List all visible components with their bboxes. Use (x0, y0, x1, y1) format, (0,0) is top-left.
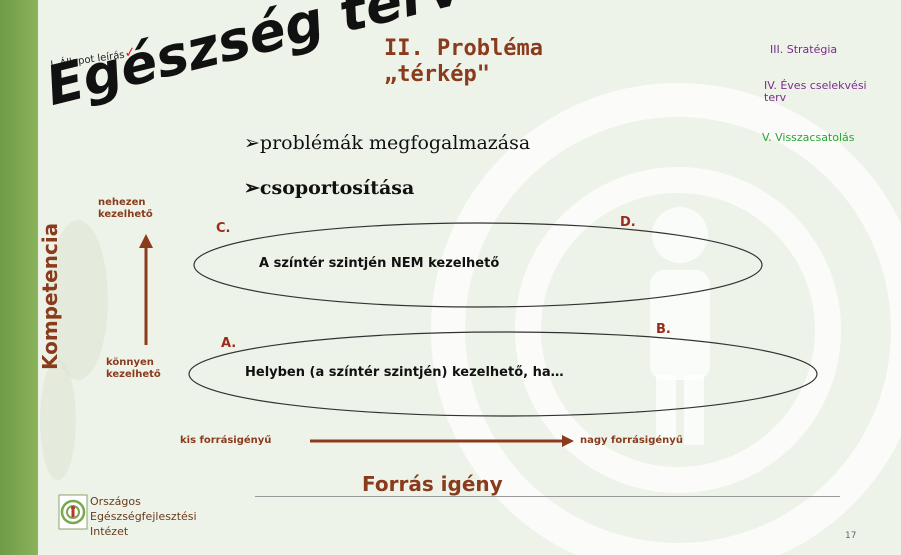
bullet-arrow-icon: ➢ (244, 177, 260, 199)
logo-line-2: Egészségfejlesztési (90, 510, 197, 523)
logo-line-1: Országos (90, 495, 141, 508)
bullet-item-2-text: csoportosítása (259, 177, 415, 199)
lower-ellipse (188, 331, 818, 417)
bottom-label-line-1: könnyen (106, 357, 154, 368)
quadrant-letter-d: D. (620, 215, 636, 230)
upper-ellipse (193, 222, 763, 308)
vertical-axis-top-label: nehezen kezelhető (98, 197, 153, 221)
horizontal-axis-right-label: nagy forrásigényű (580, 435, 683, 446)
logo-line-3: Intézet (90, 525, 129, 538)
quadrant-letter-c: C. (216, 221, 231, 236)
bullet-item-2: ➢csoportosítása (244, 177, 414, 199)
section-title-line-1: II. Probléma (384, 36, 543, 61)
bottom-label-line-2: kezelhető (106, 369, 161, 380)
section-title: II. Probléma „térkép" (384, 36, 543, 88)
quadrant-letter-b: B. (656, 322, 671, 337)
nav-step-5: V. Visszacsatolás (762, 131, 855, 144)
page-number: 17 (845, 531, 857, 541)
section-title-line-2: „térkép" (384, 62, 490, 87)
upper-ellipse-text: A színtér szintjén NEM kezelhető (259, 256, 500, 271)
vertical-arrow (139, 234, 153, 345)
bullet-item-1-text: problémák megfogalmazása (259, 132, 531, 154)
footer-divider (255, 496, 840, 497)
horizontal-axis-left-label: kis forrásigényű (180, 435, 272, 446)
vertical-axis-bottom-label: könnyen kezelhető (106, 357, 161, 381)
quadrant-letter-a: A. (221, 336, 237, 351)
bullet-arrow-icon: ➢ (244, 132, 260, 154)
left-green-bar (0, 0, 38, 555)
horizontal-arrow (310, 435, 574, 447)
horizontal-axis-title: Forrás igény (362, 472, 503, 496)
bullet-item-1: ➢problémák megfogalmazása (244, 132, 530, 154)
top-label-line-2: kezelhető (98, 209, 153, 220)
lower-ellipse-text: Helyben (a színtér szintjén) kezelhető, … (245, 365, 564, 380)
institute-logo-text: Országos Egészségfejlesztési Intézet (90, 494, 197, 539)
nav-step-3: III. Stratégia (770, 43, 838, 56)
top-label-line-1: nehezen (98, 197, 146, 208)
institute-logo-icon (58, 494, 88, 530)
nav-step-4: IV. Éves cselekvési terv (764, 79, 867, 104)
